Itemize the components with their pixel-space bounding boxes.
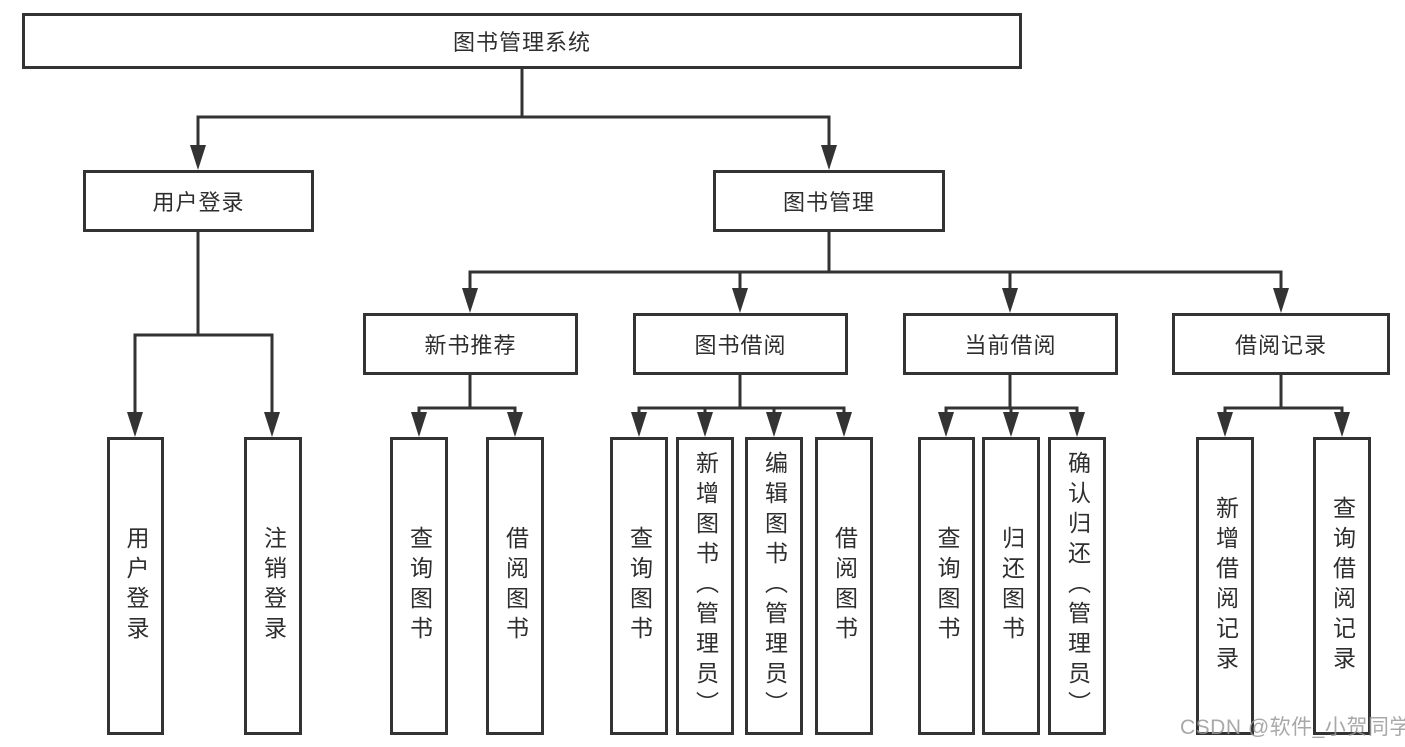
leaf-query-borrow-record-label: 查询借阅记录 — [1329, 496, 1356, 676]
arrow-down-icon — [697, 412, 713, 437]
arrow-down-icon — [836, 412, 852, 437]
leaf-user-login: 用户登录 — [107, 437, 164, 735]
leaf-edit-book-admin: 编辑图书（管理员） — [745, 437, 803, 735]
leaf-query-books-recommend: 查询图书 — [390, 437, 448, 735]
leaf-add-book-admin: 新增图书（管理员） — [676, 437, 734, 735]
node-current-borrowing: 当前借阅 — [903, 313, 1118, 375]
arrow-down-icon — [1069, 412, 1085, 437]
leaf-logout-label: 注销登录 — [260, 526, 287, 646]
node-new-book-recommend: 新书推荐 — [363, 313, 578, 375]
leaf-return-book-label: 归还图书 — [998, 526, 1025, 646]
node-user-login: 用户登录 — [83, 170, 314, 232]
leaf-logout: 注销登录 — [244, 437, 302, 735]
arrow-down-icon — [507, 412, 523, 437]
leaf-query-books-current-label: 查询图书 — [934, 526, 960, 646]
leaf-add-book-admin-label: 新增图书（管理员） — [692, 451, 719, 721]
leaf-add-borrow-record-label: 新增借阅记录 — [1212, 496, 1239, 676]
leaf-borrow-books-label: 借阅图书 — [831, 526, 858, 646]
arrow-down-icon — [1002, 288, 1018, 313]
node-new-book-recommend-label: 新书推荐 — [424, 333, 517, 358]
node-book-borrowing-label: 图书借阅 — [694, 333, 787, 358]
leaf-borrow-books: 借阅图书 — [815, 437, 873, 735]
arrow-down-icon — [938, 412, 954, 437]
node-book-management: 图书管理 — [713, 170, 945, 232]
leaf-query-books-borrowing-label: 查询图书 — [626, 526, 653, 646]
arrow-down-icon — [1334, 412, 1350, 437]
arrow-down-icon — [190, 145, 206, 170]
arrow-down-icon — [766, 412, 782, 437]
arrow-down-icon — [821, 145, 837, 170]
arrow-down-icon — [1273, 288, 1289, 313]
node-book-borrowing: 图书借阅 — [633, 313, 848, 375]
leaf-add-borrow-record: 新增借阅记录 — [1196, 437, 1254, 735]
node-library-management-system: 图书管理系统 — [22, 13, 1022, 69]
csdn-watermark: CSDN @软件_小贺同学 — [1180, 716, 1405, 739]
leaf-query-books-recommend-label: 查询图书 — [406, 526, 433, 646]
leaf-confirm-return-admin-label: 确认归还（管理员） — [1064, 451, 1091, 721]
arrow-down-icon — [631, 412, 647, 437]
leaf-query-books-borrowing: 查询图书 — [610, 437, 668, 735]
node-user-login-label: 用户登录 — [152, 190, 245, 215]
arrow-down-icon — [264, 412, 280, 437]
node-current-borrowing-label: 当前借阅 — [964, 333, 1057, 358]
leaf-borrow-books-recommend: 借阅图书 — [486, 437, 544, 735]
arrow-down-icon — [732, 288, 748, 313]
arrow-down-icon — [462, 288, 478, 313]
node-borrow-records: 借阅记录 — [1172, 313, 1390, 375]
leaf-query-books-current: 查询图书 — [918, 437, 975, 735]
node-borrow-records-label: 借阅记录 — [1234, 333, 1327, 358]
arrow-down-icon — [1003, 412, 1019, 437]
arrow-down-icon — [1217, 412, 1233, 437]
leaf-edit-book-admin-label: 编辑图书（管理员） — [761, 451, 788, 721]
leaf-user-login-label: 用户登录 — [123, 526, 149, 646]
arrow-down-icon — [127, 412, 143, 437]
arrow-down-icon — [411, 412, 427, 437]
leaf-return-book: 归还图书 — [982, 437, 1040, 735]
node-book-management-label: 图书管理 — [782, 190, 875, 215]
leaf-query-borrow-record: 查询借阅记录 — [1313, 437, 1371, 735]
leaf-borrow-books-recommend-label: 借阅图书 — [502, 526, 529, 646]
leaf-confirm-return-admin: 确认归还（管理员） — [1048, 437, 1106, 735]
node-library-management-system-label: 图书管理系统 — [452, 30, 591, 55]
